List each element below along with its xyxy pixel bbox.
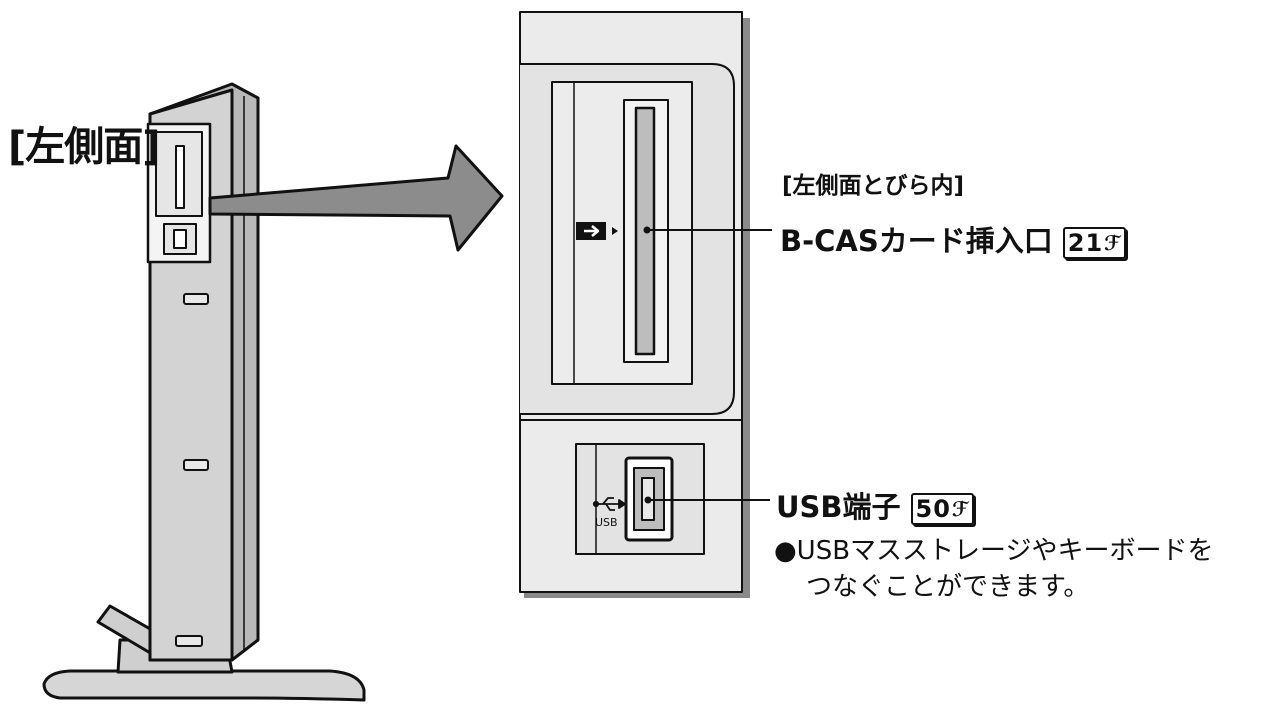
- zoom-arrow: [208, 144, 504, 252]
- page-mark-icon: ℱ: [1104, 231, 1121, 255]
- device-side-view: [42, 82, 366, 702]
- page-mark-icon: ℱ: [951, 497, 969, 521]
- side-card-slot: [175, 145, 185, 209]
- card-slot-bezel: [551, 81, 693, 385]
- enlarged-panel: USB: [519, 11, 772, 598]
- bcas-slot-label: B-CASカード挿入口: [780, 224, 1053, 258]
- direction-pointer-icon: [612, 227, 618, 235]
- vent-bottom: [175, 635, 203, 647]
- side-usb-port: [173, 229, 187, 249]
- usb-description-line2: つなぐことができます。: [806, 572, 1090, 602]
- bcas-page-number: 21: [1067, 229, 1104, 257]
- stand-base: [42, 669, 366, 702]
- usb-terminal-label: USB端子: [776, 490, 901, 524]
- inside-door-label: [左側面とびら内]: [782, 173, 965, 199]
- vent-lower: [183, 459, 209, 471]
- usb-symbol-icon: [592, 497, 626, 511]
- usb-description-line1: ●USBマスストレージやキーボードを: [774, 536, 1214, 566]
- left-side-label: [左側面]: [8, 124, 161, 170]
- vent-upper: [183, 293, 209, 305]
- usb-page-number: 50: [915, 495, 951, 523]
- usb-icon-label: USB: [595, 516, 618, 529]
